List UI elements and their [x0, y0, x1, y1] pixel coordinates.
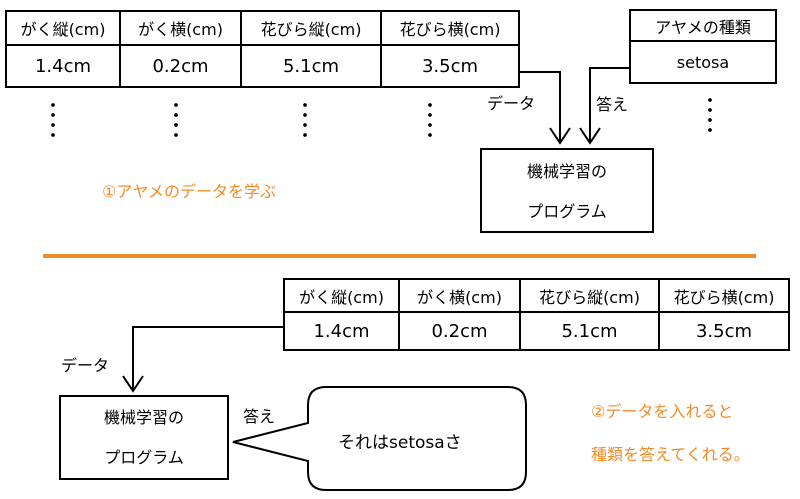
- top-answer-arrow: [579, 67, 629, 145]
- speech-bubble-text: それはsetosaさ: [338, 433, 462, 453]
- top-table-value-petal-width: 3.5cm: [382, 46, 520, 88]
- bottom-table-value-petal-width: 3.5cm: [660, 313, 790, 351]
- step2-caption-line2: 種類を答えてくれる。: [591, 445, 750, 464]
- step1-caption: ①アヤメのデータを学ぶ: [102, 182, 277, 201]
- top-ml-program-line1: 機械学習の: [526, 162, 607, 181]
- top-data-label: データ: [487, 94, 536, 113]
- top-table-header-sepal-width: がく横(cm): [121, 10, 242, 46]
- top-answer-label: 答え: [596, 95, 629, 114]
- top-table-header-petal-length: 花びら縦(cm): [242, 10, 382, 46]
- bottom-table-header-sepal-length: がく縦(cm): [283, 278, 400, 313]
- section-divider: [43, 254, 756, 258]
- bottom-ml-program-line2: プログラム: [104, 448, 184, 467]
- bottom-data-label: データ: [61, 356, 110, 375]
- bottom-ml-program-line1: 機械学習の: [103, 408, 184, 427]
- top-ml-program-line2: プログラム: [527, 202, 607, 221]
- speech-bubble: [232, 386, 527, 491]
- top-table-value-petal-length: 5.1cm: [242, 46, 382, 88]
- bottom-table-value-petal-length: 5.1cm: [521, 313, 660, 351]
- species-table-header: アヤメの種類: [629, 9, 777, 42]
- top-ml-program-box: 機械学習の プログラム: [480, 148, 654, 233]
- bottom-answer-label: 答え: [243, 407, 276, 426]
- top-data-arrow: [520, 71, 571, 145]
- top-table-value-sepal-width: 0.2cm: [121, 46, 242, 88]
- step2-caption-line1: ②データを入れると: [591, 402, 734, 421]
- top-table-header-sepal-length: がく縦(cm): [5, 10, 121, 46]
- top-table-value-sepal-length: 1.4cm: [5, 46, 121, 88]
- species-table-value: setosa: [629, 42, 777, 84]
- bottom-table-header-sepal-width: がく横(cm): [400, 278, 521, 313]
- bottom-table-value-sepal-length: 1.4cm: [283, 313, 400, 351]
- bottom-table-header-petal-width: 花びら横(cm): [660, 278, 790, 313]
- continuation-dots: [428, 100, 432, 140]
- continuation-dots: [303, 100, 307, 140]
- continuation-dots: [51, 100, 55, 140]
- top-table-header-petal-width: 花びら横(cm): [382, 10, 520, 46]
- continuation-dots: [174, 100, 178, 140]
- bottom-ml-program-box: 機械学習の プログラム: [59, 395, 229, 480]
- continuation-dots: [708, 95, 712, 135]
- bottom-table-header-petal-length: 花びら縦(cm): [521, 278, 660, 313]
- bottom-table-value-sepal-width: 0.2cm: [400, 313, 521, 351]
- bottom-data-arrow: [122, 326, 283, 393]
